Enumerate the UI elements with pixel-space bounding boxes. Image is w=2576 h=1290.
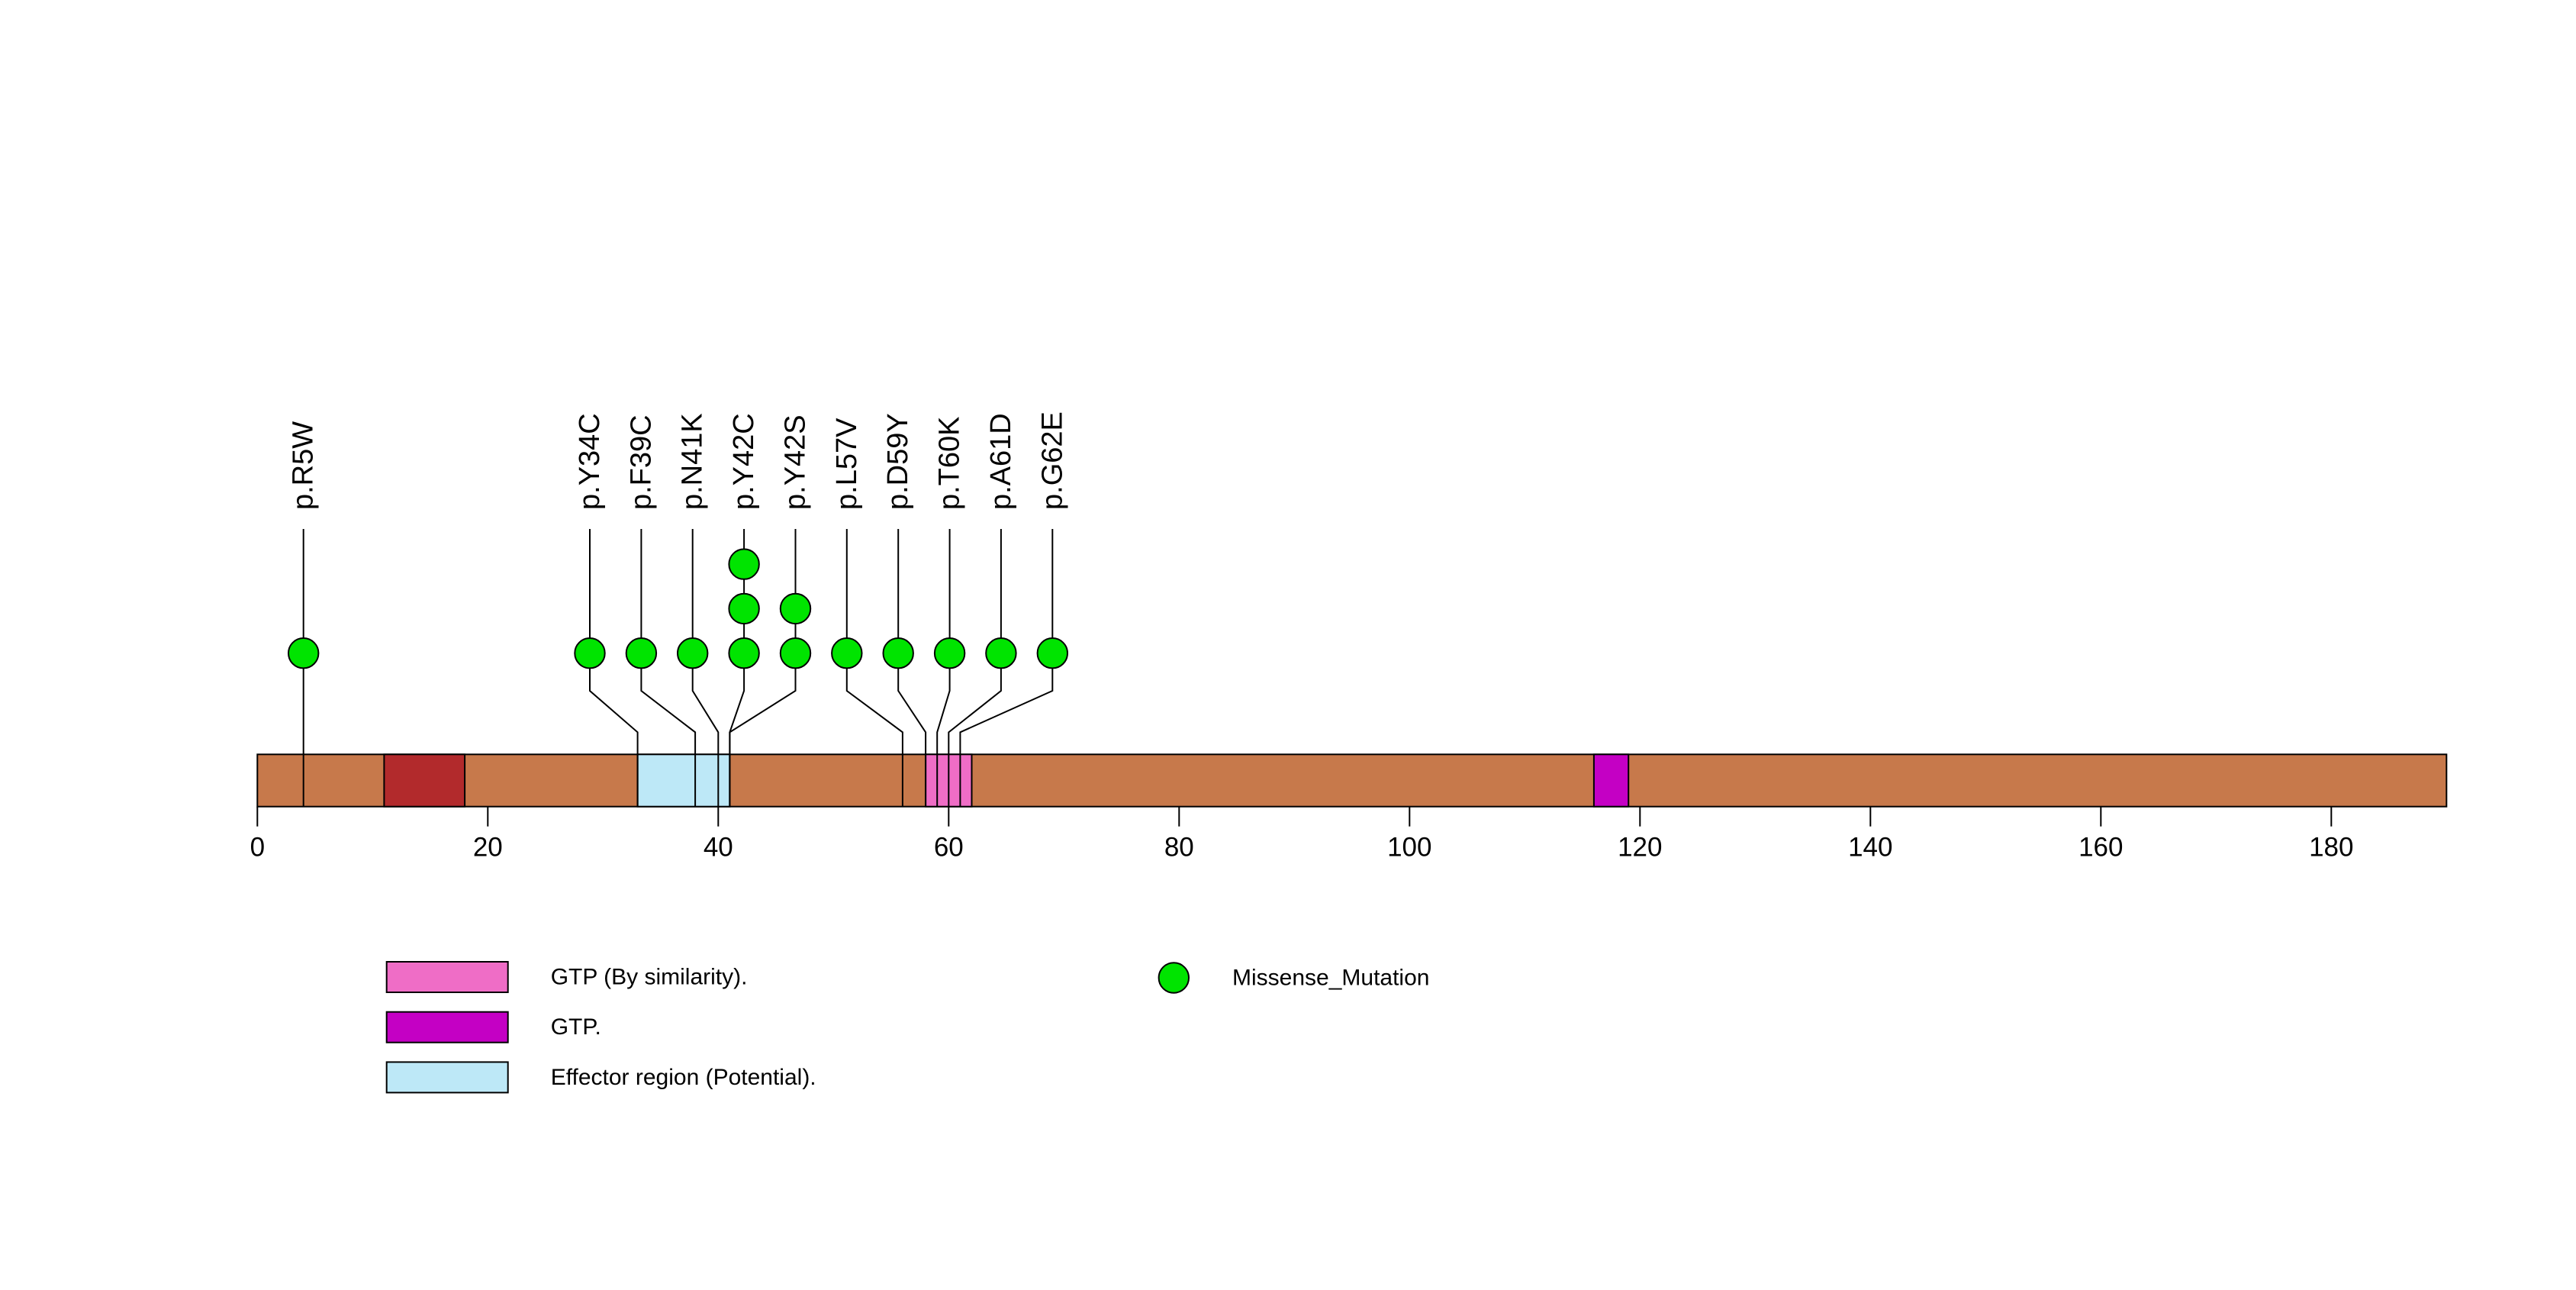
lollipop-p-y42s-1	[779, 637, 812, 669]
lollipop-p-y42s-2	[779, 592, 812, 625]
mutation-stem-p-n41k	[691, 529, 720, 755]
legend-swatch-gtp-by-similarity	[385, 961, 509, 993]
lollipop-p-d59y	[882, 637, 914, 669]
domain-gtp	[1592, 753, 1630, 808]
legend-label-gtp-by-similarity: GTP (By similarity).	[551, 965, 748, 990]
mutation-label-p-f39c: p.F39C	[625, 414, 657, 510]
x-tick-label-40: 40	[704, 833, 733, 863]
legend-label-gtp: GTP.	[551, 1014, 601, 1040]
x-tick-label-160: 160	[2079, 833, 2123, 863]
x-tick-label-140: 140	[1848, 833, 1892, 863]
domain-effector-region-potential	[636, 753, 731, 808]
lollipop-p-n41k	[677, 637, 709, 669]
lollipop-p-y42c-2	[728, 592, 760, 625]
mutation-stem-p-l57v	[845, 529, 903, 755]
mutation-label-p-d59y: p.D59Y	[882, 413, 914, 510]
legend-label-missense-mutation: Missense_Mutation	[1232, 966, 1429, 991]
lollipop-p-r5w	[288, 637, 320, 669]
mutation-stem-p-f39c	[640, 529, 697, 755]
mutation-label-p-y42c: p.Y42C	[728, 413, 760, 510]
mutation-stem-p-g62e	[959, 529, 1054, 755]
mutation-stem-p-a61d	[948, 529, 1002, 755]
mutation-label-p-n41k: p.N41K	[677, 413, 709, 510]
mutation-stem-p-t60k	[936, 529, 951, 755]
lollipop-p-y34c	[574, 637, 606, 669]
mutation-label-p-r5w: p.R5W	[288, 421, 320, 510]
mutation-label-p-g62e: p.G62E	[1036, 411, 1068, 510]
x-tick-label-100: 100	[1387, 833, 1431, 863]
mutation-stem-p-y34c	[589, 529, 639, 755]
mutation-label-p-a61d: p.A61D	[985, 413, 1017, 510]
x-tick-label-80: 80	[1164, 833, 1194, 863]
x-tick-label-120: 120	[1618, 833, 1662, 863]
legend-swatch-effector-region-potential	[385, 1061, 509, 1094]
lollipop-p-f39c	[625, 637, 658, 669]
legend-swatch-gtp	[385, 1011, 509, 1043]
lollipop-p-g62e	[1036, 637, 1069, 669]
x-tick-label-60: 60	[934, 833, 964, 863]
mutation-label-p-y34c: p.Y34C	[574, 413, 606, 510]
mutation-stem-p-d59y	[897, 529, 927, 755]
legend-label-effector-region-potential: Effector region (Potential).	[551, 1065, 816, 1090]
mutation-label-p-y42s: p.Y42S	[780, 414, 812, 510]
lollipop-p-t60k	[933, 637, 966, 669]
protein-backbone	[256, 753, 2448, 808]
domain-unlabeled	[383, 753, 466, 808]
mutation-label-p-t60k: p.T60K	[934, 416, 966, 510]
mutation-label-p-l57v: p.L57V	[831, 418, 863, 510]
lollipop-p-y42c-1	[728, 637, 760, 669]
lollipop-p-l57v	[831, 637, 863, 669]
legend-marker-missense-mutation	[1158, 962, 1190, 994]
lollipop-p-y42c-3	[728, 548, 760, 580]
x-tick-label-180: 180	[2309, 833, 2353, 863]
x-tick-label-20: 20	[473, 833, 503, 863]
x-tick-label-0: 0	[250, 833, 265, 863]
lollipop-p-a61d	[985, 637, 1017, 669]
